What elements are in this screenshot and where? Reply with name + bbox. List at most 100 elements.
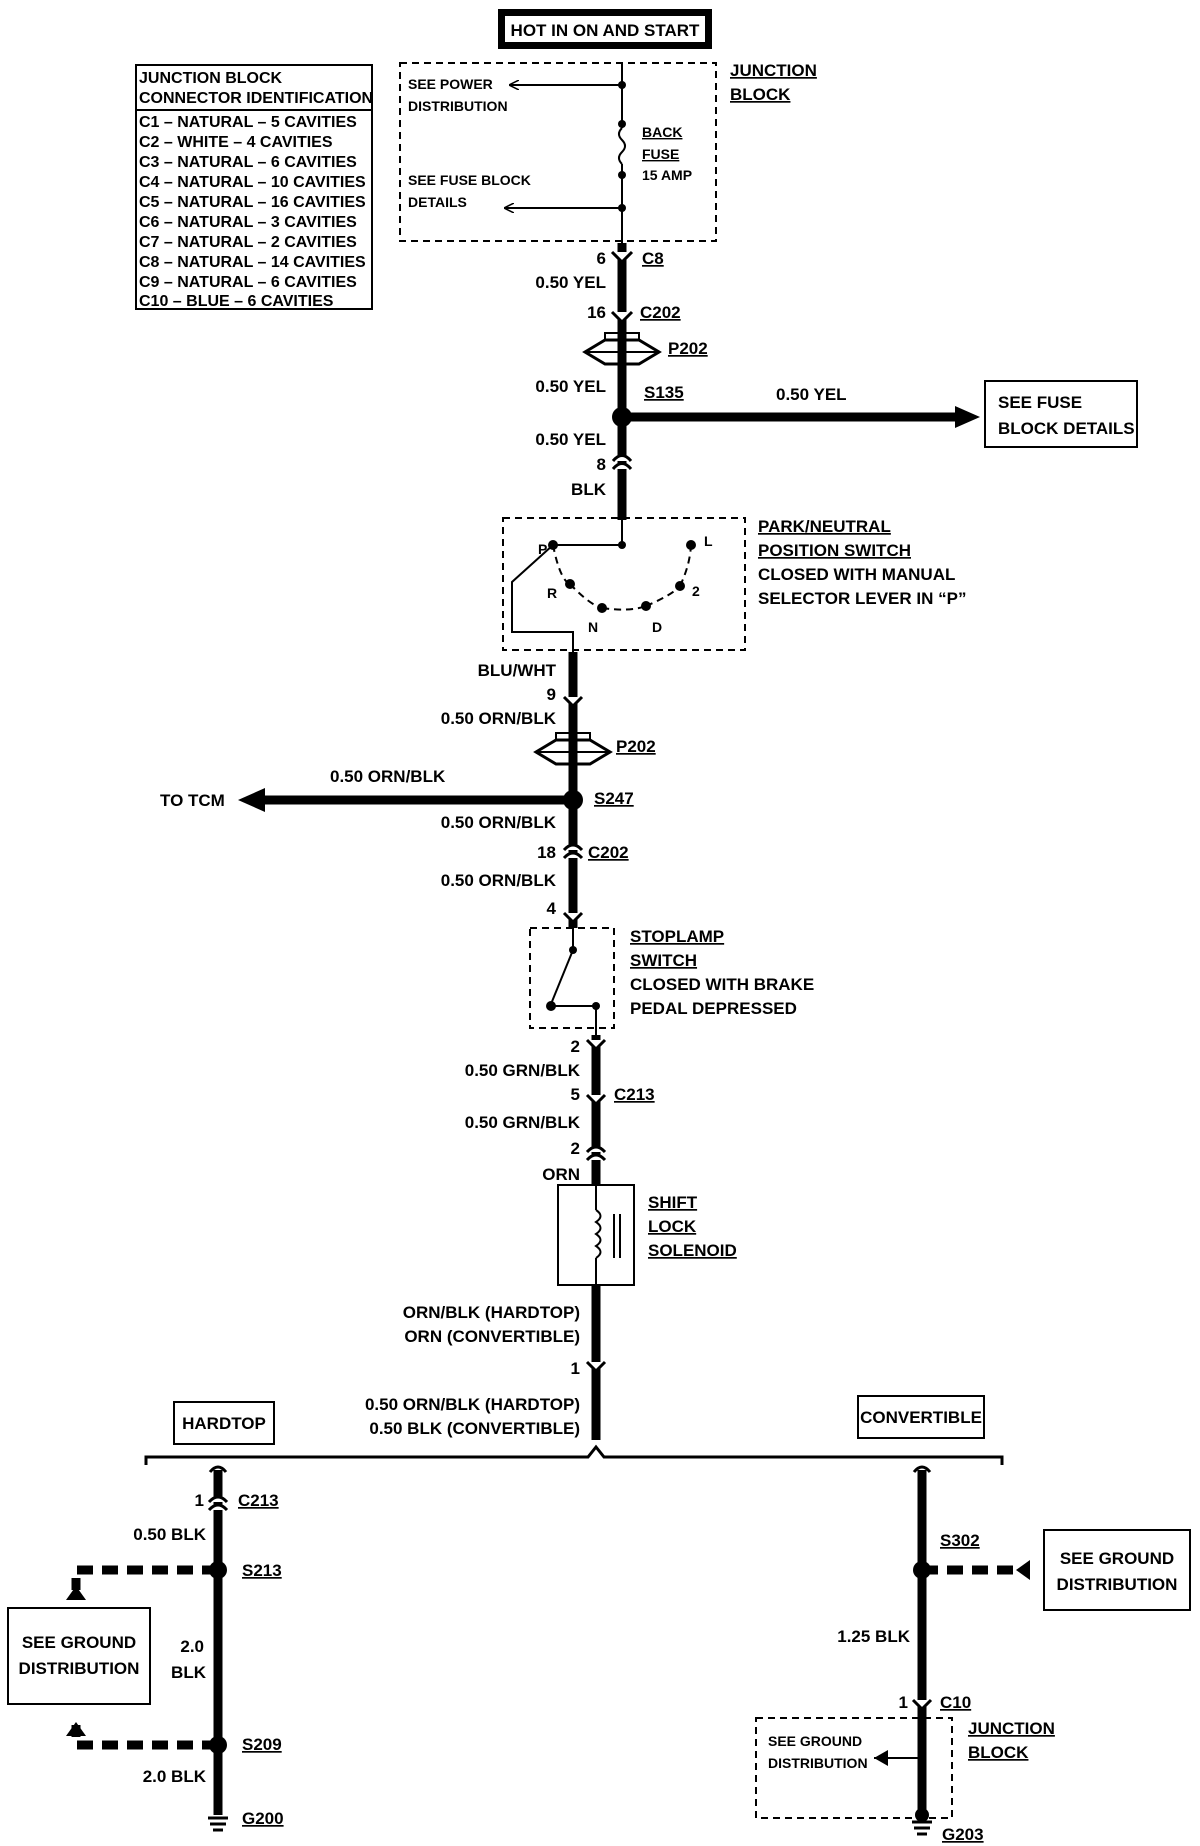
see-ground-text: SEE GROUND xyxy=(22,1633,136,1652)
junction-block-label: JUNCTION xyxy=(968,1719,1055,1738)
see-fuse-box xyxy=(984,380,1138,448)
splice-label: S135 xyxy=(644,383,684,402)
pin-label: 5 xyxy=(571,1085,580,1104)
see-fuse-label: DETAILS xyxy=(408,194,467,210)
selector-position: P xyxy=(538,541,547,557)
wire-label: 0.50 GRN/BLK xyxy=(465,1061,581,1080)
wire-label: 2.0 BLK xyxy=(143,1767,207,1786)
switch-description: CLOSED WITH MANUAL xyxy=(758,565,955,584)
hardtop-label: HARDTOP xyxy=(182,1414,266,1433)
connector-c202: C202 xyxy=(640,303,681,322)
grommet-label: P202 xyxy=(668,339,708,358)
splice-s135 xyxy=(612,407,632,427)
junction-block-label: BLOCK xyxy=(730,85,791,104)
selector-position: D xyxy=(652,619,662,635)
switch-description: PEDAL DEPRESSED xyxy=(630,999,797,1018)
wire-label: BLK xyxy=(171,1663,207,1682)
wire-label: 0.50 BLK xyxy=(133,1525,206,1544)
wire-label: 0.50 ORN/BLK xyxy=(441,871,557,890)
grommet-p202-a xyxy=(582,330,662,376)
see-power-label: SEE POWER xyxy=(408,76,493,92)
ground-g200: G200 xyxy=(242,1809,284,1828)
wire-label: 0.50 BLK (CONVERTIBLE) xyxy=(369,1419,580,1438)
inner-ground-text: DISTRIBUTION xyxy=(768,1755,868,1771)
legend-row: C3 – NATURAL – 6 CAVITIES xyxy=(139,154,357,171)
wire-label: 0.50 YEL xyxy=(535,430,606,449)
legend-row: C1 – NATURAL – 5 CAVITIES xyxy=(139,114,357,131)
see-ground-box xyxy=(1043,1529,1191,1611)
title-box: HOT IN ON AND START xyxy=(498,9,712,49)
see-fuse-label: SEE FUSE BLOCK xyxy=(408,172,531,188)
ground-g203: G203 xyxy=(942,1825,984,1844)
pin-label: 8 xyxy=(597,455,606,474)
switch-name: SWITCH xyxy=(630,951,697,970)
see-fuse-text: SEE FUSE xyxy=(998,393,1082,412)
switch-description: CLOSED WITH BRAKE xyxy=(630,975,814,994)
pin-label: 6 xyxy=(597,249,606,268)
legend-row: C8 – NATURAL – 14 CAVITIES xyxy=(139,254,366,271)
wire-label: 0.50 ORN/BLK xyxy=(330,767,446,786)
pin-label: 9 xyxy=(547,685,556,704)
pin-label: 1 xyxy=(899,1693,908,1712)
convertible-branch: SEE GROUND DISTRIBUTION S302 1.25 BLK 1 … xyxy=(755,1465,1191,1844)
solenoid-name: LOCK xyxy=(648,1217,697,1236)
see-ground-text: DISTRIBUTION xyxy=(19,1659,140,1678)
pin-label: 2 xyxy=(571,1139,580,1158)
wire-label: ORN/BLK (HARDTOP) xyxy=(403,1303,580,1322)
fuse-label: FUSE xyxy=(642,146,679,162)
junction-block-bottom xyxy=(755,1717,953,1819)
fuse-rating: 15 AMP xyxy=(642,167,692,183)
connector-c10: C10 xyxy=(940,1693,971,1712)
solenoid-name: SHIFT xyxy=(648,1193,698,1212)
pin-label: 16 xyxy=(587,303,606,322)
pin-label: 1 xyxy=(195,1491,204,1510)
legend-row: C9 – NATURAL – 6 CAVITIES xyxy=(139,274,357,291)
connector-c213: C213 xyxy=(238,1491,279,1510)
legend-row: C2 – WHITE – 4 CAVITIES xyxy=(139,134,333,151)
legend-row: C7 – NATURAL – 2 CAVITIES xyxy=(139,234,357,251)
wire-label: BLK xyxy=(571,480,607,499)
legend-row: C10 – BLUE – 6 CAVITIES xyxy=(139,293,334,310)
pin-label: 18 xyxy=(537,843,556,862)
switch-description: SELECTOR LEVER IN “P” xyxy=(758,589,966,608)
park-neutral-switch: P R N D 2 L PARK/NEUTRAL POSITION SWITCH… xyxy=(502,517,966,652)
wire-label: 0.50 GRN/BLK xyxy=(465,1113,581,1132)
wire-label: BLU/WHT xyxy=(478,661,557,680)
see-ground-text: DISTRIBUTION xyxy=(1057,1575,1178,1594)
selector-position: L xyxy=(704,533,713,549)
inner-ground-text: SEE GROUND xyxy=(768,1733,862,1749)
wire-label: ORN (CONVERTIBLE) xyxy=(404,1327,580,1346)
solenoid-name: SOLENOID xyxy=(648,1241,737,1260)
connector-symbols xyxy=(562,250,634,1374)
wire-label: 0.50 YEL xyxy=(535,377,606,396)
legend-heading-2: CONNECTOR IDENTIFICATION xyxy=(139,90,373,107)
splice-label: S209 xyxy=(242,1735,282,1754)
selector-position: N xyxy=(588,619,598,635)
stoplamp-switch: STOPLAMP SWITCH CLOSED WITH BRAKE PEDAL … xyxy=(529,927,814,1035)
pin-label: 2 xyxy=(571,1037,580,1056)
option-divider: HARDTOP CONVERTIBLE xyxy=(144,1395,1004,1465)
to-tcm-label: TO TCM xyxy=(160,791,225,810)
wire-label: 0.50 ORN/BLK xyxy=(441,709,557,728)
wire-label: 0.50 YEL xyxy=(535,273,606,292)
junction-block-label: JUNCTION xyxy=(730,61,817,80)
selector-position: R xyxy=(547,585,557,601)
shift-lock-solenoid: SHIFT LOCK SOLENOID xyxy=(557,1184,737,1286)
connector-c213: C213 xyxy=(614,1085,655,1104)
switch-name: STOPLAMP xyxy=(630,927,724,946)
connector-c8: C8 xyxy=(642,249,664,268)
splice-label: S247 xyxy=(594,789,634,808)
pin-label: 4 xyxy=(547,899,557,918)
wire-label: 0.50 YEL xyxy=(776,385,847,404)
junction-block-top: JUNCTION BLOCK SEE POWER DISTRIBUTION BA… xyxy=(399,61,817,243)
hardtop-branch: SEE GROUND DISTRIBUTION 1 C213 0.50 BLK … xyxy=(7,1465,284,1832)
fuse-label: BACK xyxy=(642,124,682,140)
lower-circuit-labels: 2 0.50 GRN/BLK 5 C213 0.50 GRN/BLK 2 ORN xyxy=(465,1037,655,1184)
switch-name: PARK/NEUTRAL xyxy=(758,517,891,536)
wire-label: ORN xyxy=(542,1165,580,1184)
legend-row: C5 – NATURAL – 16 CAVITIES xyxy=(139,194,366,211)
connector-legend: JUNCTION BLOCK CONNECTOR IDENTIFICATION … xyxy=(135,64,373,310)
wire-label: 2.0 xyxy=(180,1637,204,1656)
switch-name: POSITION SWITCH xyxy=(758,541,911,560)
